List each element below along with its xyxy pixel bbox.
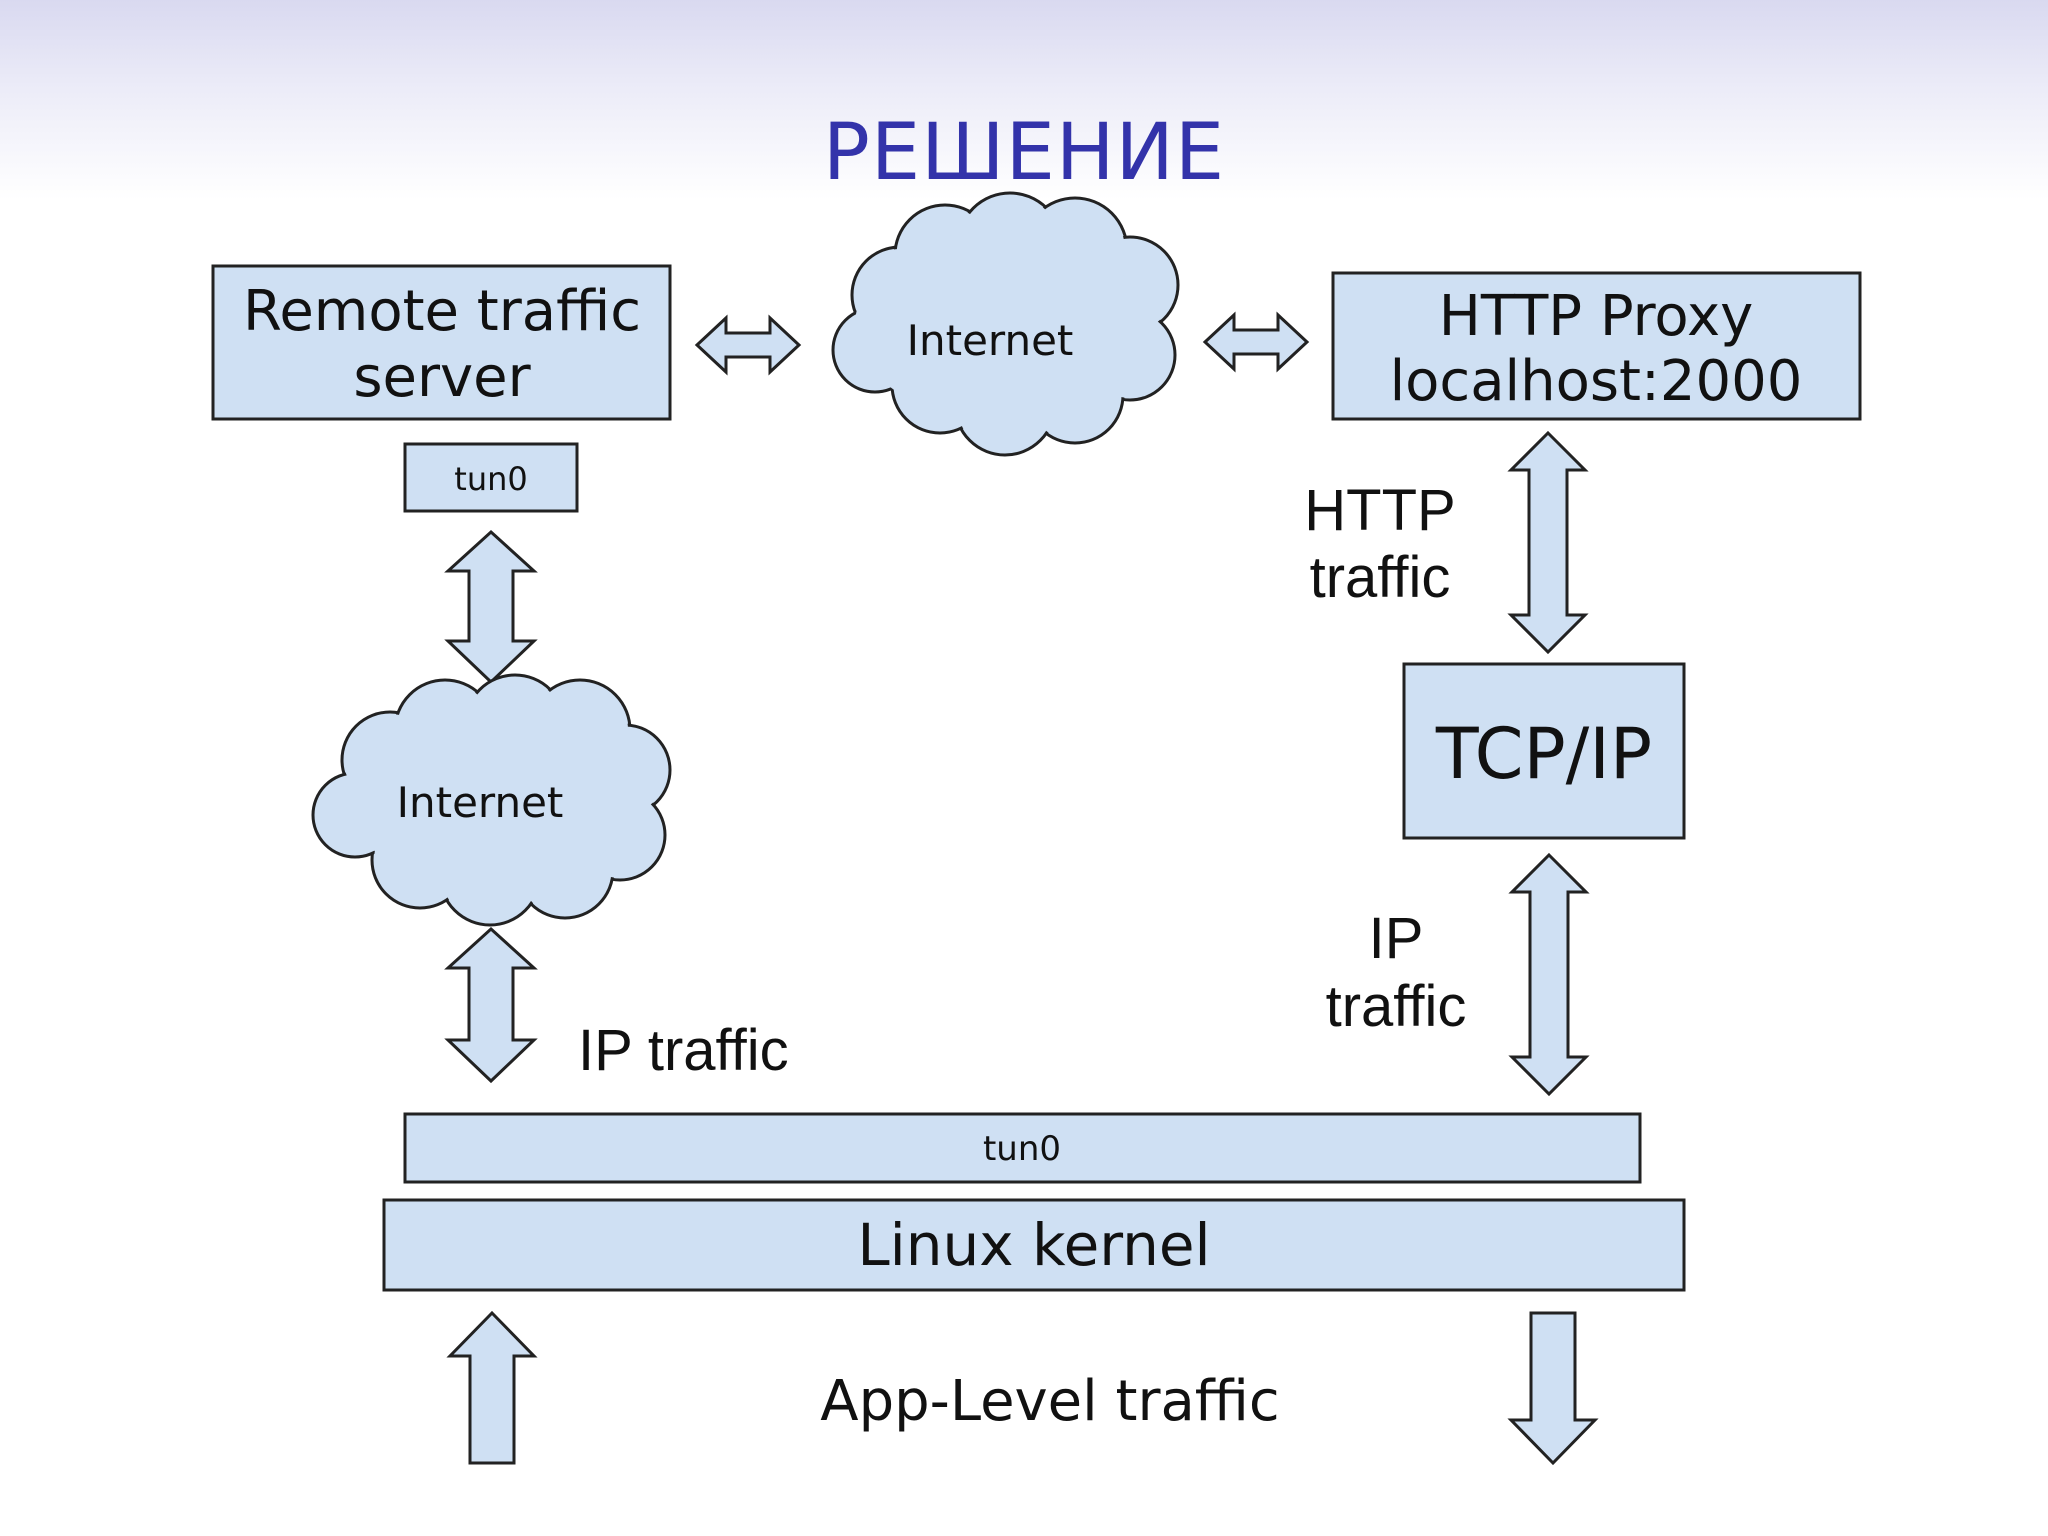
- ip-traffic-left-label: IP traffic: [578, 1018, 789, 1083]
- double-arrow-vertical-left-lower: [444, 926, 538, 1084]
- slide-title: РЕШЕНИЕ: [822, 108, 1226, 198]
- double-arrow-horizontal-right: [1202, 311, 1310, 373]
- internet-cloud-top: Internet: [831, 191, 1180, 457]
- header-gradient: [0, 0, 2048, 200]
- ip-traffic-right-label-2: traffic: [1326, 974, 1467, 1039]
- http-proxy-node: HTTP Proxy localhost:2000: [1331, 271, 1862, 421]
- remote-server-label-1: Remote traffic: [243, 279, 641, 344]
- double-arrow-vertical-left-upper: [444, 529, 538, 685]
- remote-server-node: Remote traffic server: [211, 264, 672, 421]
- remote-server-label-2: server: [353, 345, 531, 410]
- http-traffic-label-2: traffic: [1310, 545, 1451, 610]
- internet-cloud-left: Internet: [311, 673, 672, 927]
- remote-tun-label: tun0: [454, 460, 527, 498]
- http-proxy-label-2: localhost:2000: [1390, 349, 1803, 414]
- tcpip-node: TCP/IP: [1402, 662, 1686, 840]
- remote-tun-node: tun0: [403, 442, 579, 513]
- linux-kernel-node: Linux kernel: [382, 1198, 1686, 1292]
- app-level-traffic-label: App-Level traffic: [820, 1369, 1279, 1434]
- tcpip-label: TCP/IP: [1435, 713, 1652, 795]
- internet-top-label: Internet: [907, 316, 1074, 365]
- ip-traffic-right-label-1: IP: [1369, 906, 1424, 971]
- tun-bar-node: tun0: [403, 1112, 1642, 1184]
- internet-left-label: Internet: [397, 778, 564, 827]
- double-arrow-vertical-right-upper: [1507, 430, 1589, 655]
- up-arrow-app-left: [446, 1310, 538, 1465]
- double-arrow-vertical-right-lower: [1508, 852, 1590, 1097]
- http-proxy-label-1: HTTP Proxy: [1439, 284, 1754, 349]
- double-arrow-horizontal-left: [694, 314, 802, 376]
- linux-kernel-label: Linux kernel: [857, 1211, 1210, 1279]
- down-arrow-app-right: [1507, 1311, 1599, 1466]
- http-traffic-label-1: HTTP: [1304, 478, 1455, 543]
- tun-bar-label: tun0: [983, 1129, 1061, 1169]
